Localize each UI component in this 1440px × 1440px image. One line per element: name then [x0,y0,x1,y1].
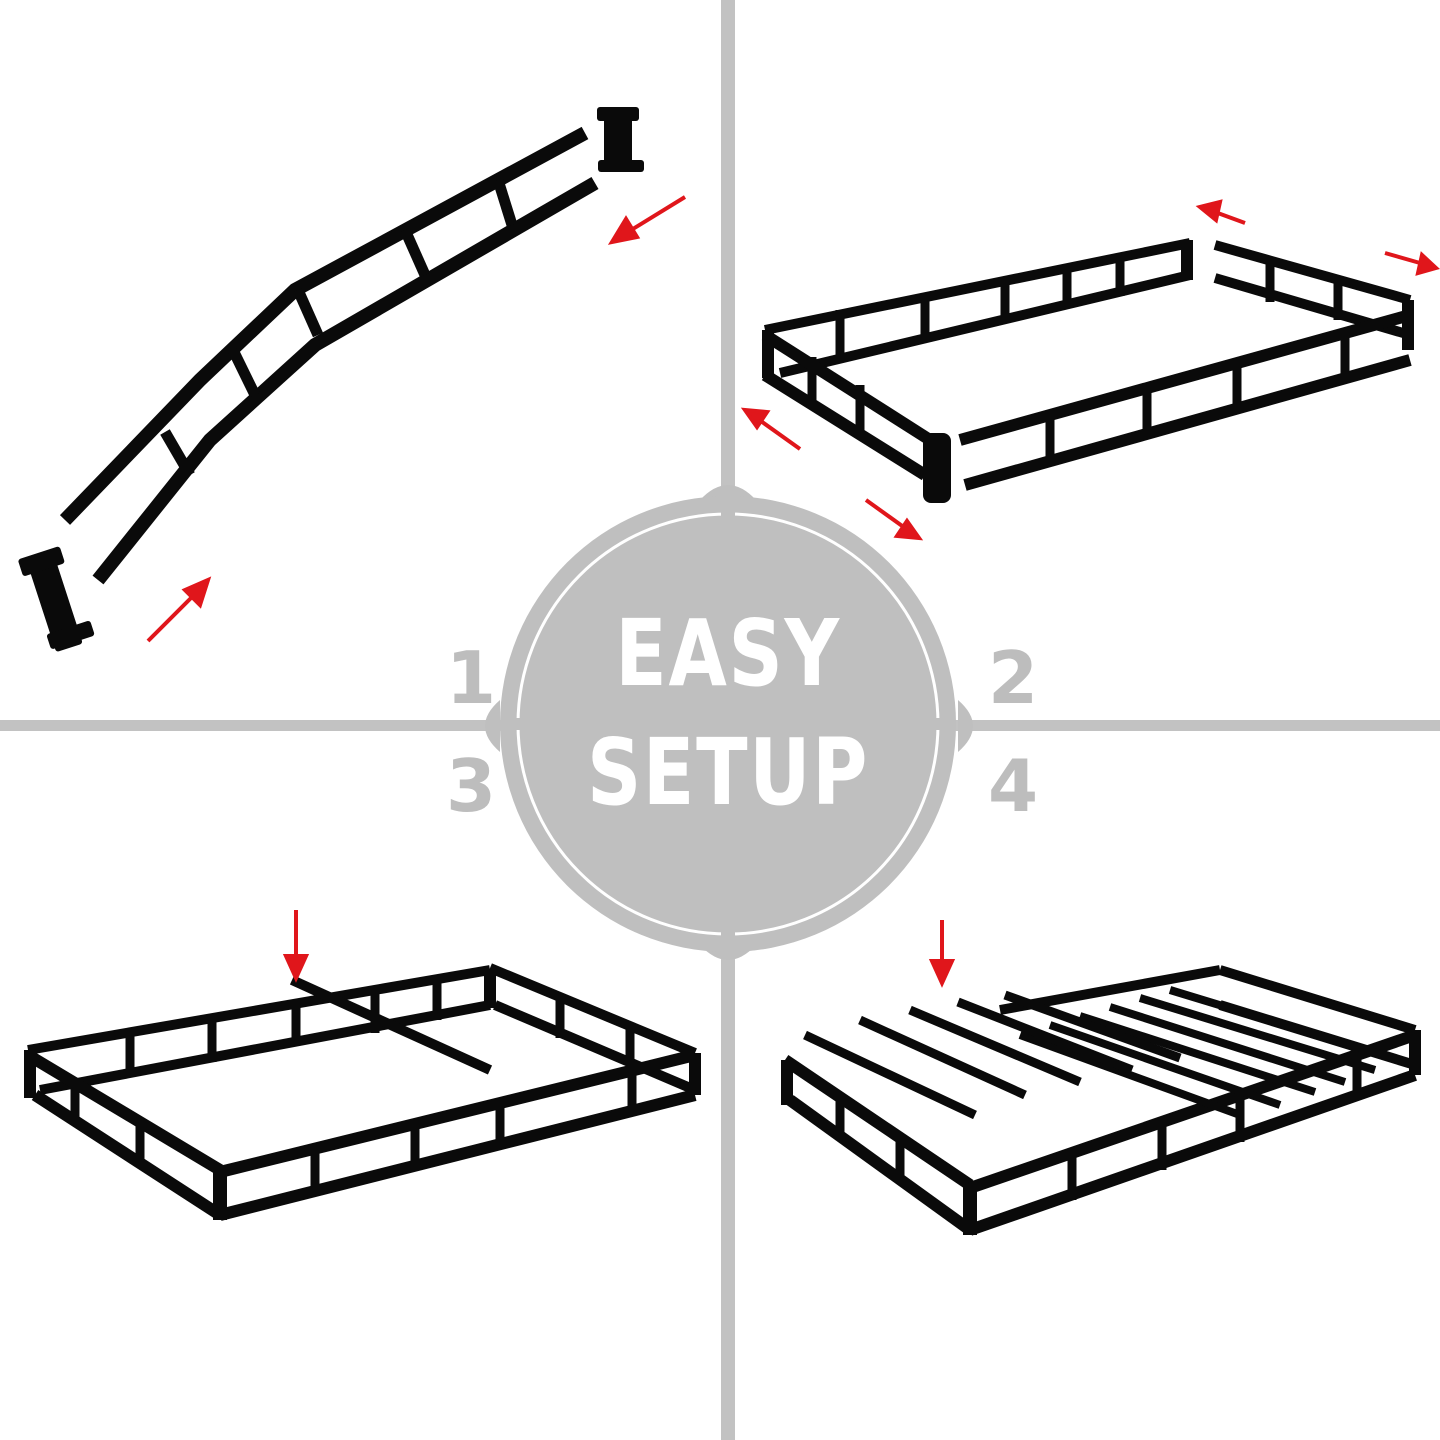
arrow-icon [282,910,310,983]
step-number-4: 4 [988,744,1039,828]
corner-post [923,433,951,503]
arrow-icon [146,195,687,643]
arrow-icon [928,920,956,988]
step-4-panel: 4 [720,720,1440,1440]
step-3-frame-illustration [24,910,701,1221]
step-number-2: 2 [988,636,1039,720]
step-3-panel: 3 [0,720,720,1440]
corner-bracket-right [597,107,644,172]
step-1-panel: 1 [0,0,720,720]
step-4-frame-illustration [781,920,1421,1236]
step-number-3: 3 [446,744,497,828]
arrow-icon [740,199,1440,541]
corner-bracket-left [18,546,95,652]
step-1-rail-illustration [18,107,687,652]
step-number-1: 1 [446,636,497,720]
step-2-panel: 2 [720,0,1440,720]
step-2-frame-illustration [740,199,1440,541]
